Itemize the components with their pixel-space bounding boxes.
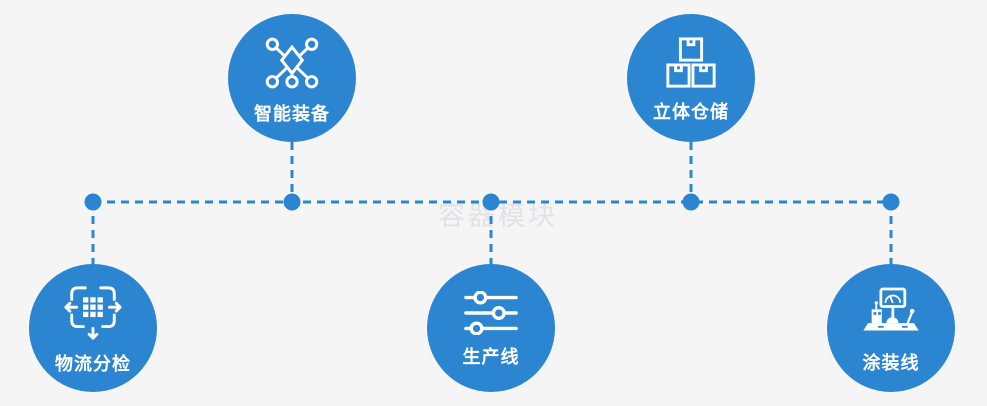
node-label: 立体仓储 [653,101,729,122]
stacked-boxes-icon [666,36,716,88]
junction-dot [882,193,900,211]
junction-dot [84,193,102,211]
node-label: 物流分检 [55,353,131,374]
node-logistics-sorting: 物流分检 [29,264,157,392]
node-warehouse: 立体仓储 [627,14,755,142]
distribute-arrows-icon [64,285,122,340]
node-label: 生产线 [462,346,520,367]
junction-dot [283,193,301,211]
node-label: 智能装备 [254,103,330,124]
control-console-icon [863,287,919,330]
node-smart-equipment: 智能装备 [228,14,356,142]
junction-dot [482,193,500,211]
node-coating-line: 涂装线 [827,264,955,392]
node-label: 涂装线 [862,352,920,373]
sliders-icon [464,290,518,335]
network-nodes-icon [265,37,319,88]
node-production-line: 生产线 [427,264,555,392]
junction-dot [682,193,700,211]
